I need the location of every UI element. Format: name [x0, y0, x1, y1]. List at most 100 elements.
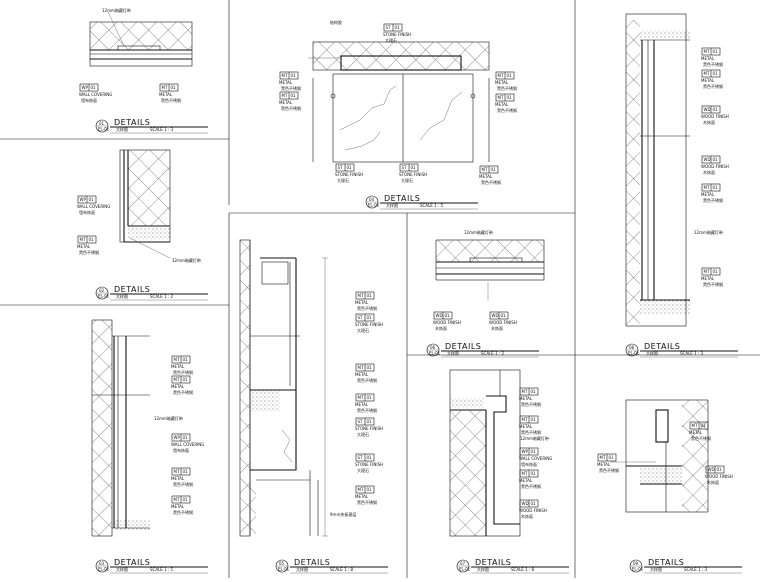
- tag-cn: 黑色不锈钢: [281, 105, 301, 111]
- tag-num: 01: [367, 487, 373, 492]
- tag-code: MT: [358, 395, 364, 400]
- tag-num: 01: [367, 365, 373, 370]
- tag-en: METAL: [279, 100, 293, 105]
- detail-number: 04: [369, 197, 375, 202]
- tag-code: MT: [358, 293, 364, 298]
- tag-code: MT: [704, 269, 710, 274]
- tag-cn: 黑色不锈钢: [599, 467, 619, 473]
- tag-num: 01: [531, 501, 537, 506]
- details-title: DETAILS: [114, 558, 150, 567]
- tag-cn: 黑色不锈钢: [173, 509, 193, 515]
- scale-text: SCALE 1 : 3: [150, 127, 174, 132]
- tag-code: WD: [522, 501, 529, 506]
- detail-07: [449, 369, 521, 537]
- tag-num: 01: [507, 73, 513, 78]
- tag-en: WOOD FINISH: [489, 320, 517, 325]
- scale-text: SCALE 1 : 3: [684, 567, 708, 572]
- detail-number: 07: [460, 561, 466, 566]
- tag-en: METAL: [495, 80, 509, 85]
- tag-en: METAL: [701, 78, 715, 83]
- tag-code: ST: [358, 315, 364, 320]
- tag-cn: 黑色不锈钢: [497, 107, 517, 113]
- tag-en: WALL COVERING: [79, 92, 112, 97]
- tag-code: MT: [174, 377, 180, 382]
- tag-code: MT: [498, 73, 504, 78]
- detail-number: 09: [633, 561, 639, 566]
- tag-en: STONE FINISH: [383, 32, 411, 37]
- tag-code: MT: [522, 471, 528, 476]
- sheet-ref-cn: 大样图: [646, 350, 658, 356]
- tag-code: MT: [174, 357, 180, 362]
- scale-text: SCALE 1 : 2: [481, 351, 505, 356]
- tag-cn: 黑色不锈钢: [357, 499, 377, 505]
- tag-cn: 木饰面: [703, 169, 715, 175]
- details-title: DETAILS: [384, 194, 420, 203]
- tag-num: 01: [491, 167, 497, 172]
- tag-en: METAL: [597, 462, 611, 467]
- tag-en: METAL: [171, 504, 185, 509]
- tag-num: 01: [395, 25, 401, 30]
- tag-num: 01: [609, 455, 615, 460]
- tag-num: 01: [531, 449, 537, 454]
- sheet-ref-cn: 大样图: [116, 126, 128, 132]
- tag-cn: 大理石: [357, 431, 369, 437]
- tag-num: 01: [411, 165, 417, 170]
- note-led-02: 12mm暗藏灯带: [172, 257, 201, 263]
- details-title: DETAILS: [648, 558, 684, 567]
- tag-en: WALL COVERING: [77, 204, 110, 209]
- note-led-01: 12mm暗藏灯带: [102, 7, 131, 13]
- detail-04: [308, 41, 490, 163]
- tag-en: WALL COVERING: [519, 456, 552, 461]
- detail-number: 01: [99, 121, 105, 126]
- tag-cn: 黑色不锈钢: [79, 249, 99, 255]
- sheet-ref: EL-01: [628, 351, 640, 356]
- tag-en: WOOD FINISH: [519, 508, 547, 513]
- tag-code: WP: [174, 435, 181, 440]
- tag-en: METAL: [279, 80, 293, 85]
- tag-num: 01: [367, 315, 373, 320]
- sheet-ref: EL-01: [459, 567, 471, 572]
- tag-code: MT: [692, 423, 698, 428]
- tag-en: METAL: [355, 494, 369, 499]
- detail-09: [610, 399, 709, 513]
- tag-cn: 黑色不锈钢: [173, 481, 193, 487]
- tag-num: 01: [367, 455, 373, 460]
- tag-cn: 黑色不锈钢: [357, 407, 377, 413]
- tag-cn: 木饰面: [521, 513, 533, 519]
- tag-num: 01: [713, 107, 719, 112]
- tag-en: METAL: [519, 424, 533, 429]
- sheet-ref-cn: 大样图: [116, 566, 128, 572]
- tag-code: ST: [358, 455, 364, 460]
- tag-cn: 黑色不锈钢: [521, 401, 541, 407]
- tag-num: 01: [701, 423, 707, 428]
- tag-cn: 黑色不锈钢: [703, 197, 723, 203]
- detail-number: 06: [430, 345, 436, 350]
- scale-text: SCALE 1 : 8: [511, 567, 535, 572]
- tag-num: 01: [171, 85, 177, 90]
- tag-num: 01: [183, 435, 189, 440]
- tag-cn: 黑色不锈钢: [521, 429, 541, 435]
- tag-code: MT: [600, 455, 606, 460]
- detail-01: [89, 11, 193, 67]
- tag-code: WP: [522, 449, 529, 454]
